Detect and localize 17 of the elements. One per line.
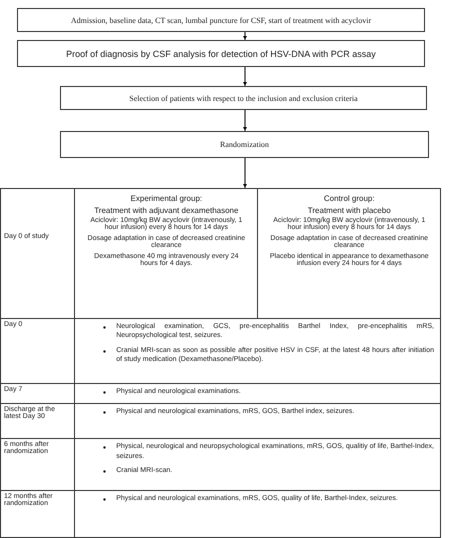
arrow: [243, 110, 247, 132]
process-box: [17, 8, 425, 32]
arrow: [243, 66, 247, 86]
group-heading: Experimental group:: [130, 194, 204, 203]
schedule-table: [0, 188, 441, 537]
treatment-heading: Treatment with placebo: [306, 206, 392, 215]
box-text: Proof of diagnosis by CSF analysis for detection of HSV-DNA with PCR assay: [66, 48, 376, 58]
process-box: [60, 86, 427, 110]
box-text: Randomization: [220, 140, 269, 149]
box-text: Admission, baseline data, CT scan, lumbal puncture for CSF, start of treatment with acyclovir: [70, 16, 372, 24]
process-box: [17, 40, 425, 67]
box-text: Selection of patients with respect to the inclusion and exclusion criteria: [129, 94, 358, 102]
group-heading: Control group:: [322, 194, 376, 203]
arrow: [243, 158, 247, 188]
process-box: [60, 131, 429, 158]
treatment-heading: Treatment with adjuvant dexamethasone: [93, 206, 240, 215]
arrow: [243, 32, 247, 40]
